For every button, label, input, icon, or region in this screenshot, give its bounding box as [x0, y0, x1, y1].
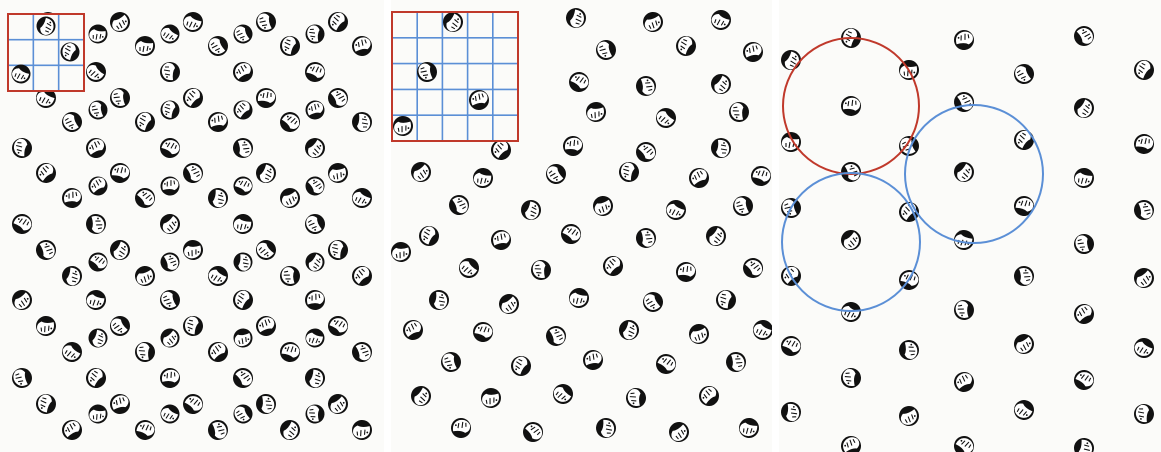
panel-divider — [384, 0, 391, 452]
panel-middle-lattice — [391, 0, 772, 452]
panel-left-lattice — [0, 0, 384, 452]
face-motif — [89, 25, 108, 44]
lattice-left-canvas — [0, 0, 384, 452]
lattice-right-canvas — [779, 0, 1161, 452]
face-motif — [160, 62, 180, 82]
panel-right-lattice — [779, 0, 1161, 452]
face-motif — [711, 138, 731, 158]
panel-divider — [772, 0, 779, 452]
face-motif — [256, 88, 276, 108]
lattice-middle-canvas — [391, 0, 772, 452]
face-motif — [352, 112, 372, 132]
face-motif — [135, 36, 155, 56]
